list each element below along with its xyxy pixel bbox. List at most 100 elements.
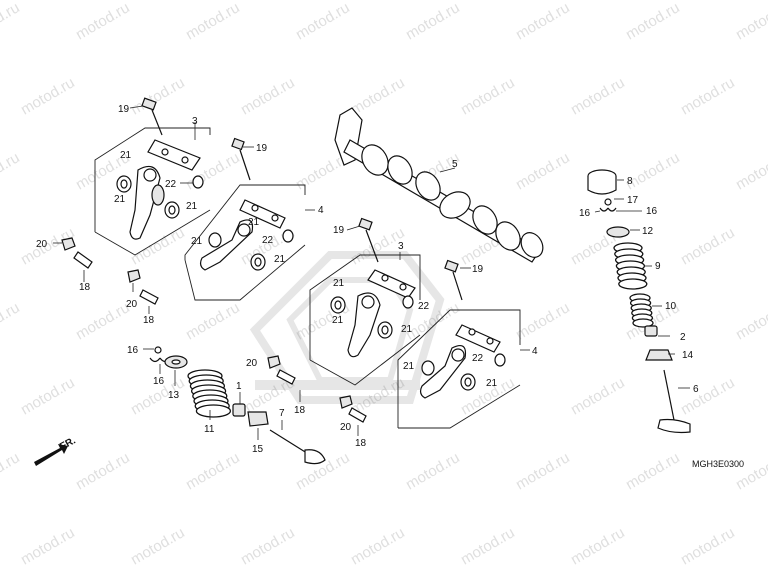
watermark-text: motod.ru xyxy=(678,524,738,568)
rocker-arm-group-right xyxy=(339,259,530,436)
front-direction-label: FR. xyxy=(58,435,78,452)
callout-21: 21 xyxy=(248,217,260,228)
callout-21: 21 xyxy=(114,194,126,205)
watermark-text: motod.ru xyxy=(403,449,463,493)
watermark-text: motod.ru xyxy=(73,299,133,343)
watermark-text: motod.ru xyxy=(0,449,23,493)
callout-4: 4 xyxy=(532,346,538,357)
left-valve-spring xyxy=(187,369,232,418)
watermark-text: motod.ru xyxy=(183,449,243,493)
rocker-arm-group-left xyxy=(53,97,211,282)
watermark-text: motod.ru xyxy=(733,449,768,493)
watermark-text: motod.ru xyxy=(678,374,738,418)
watermark-text: motod.ru xyxy=(458,74,518,118)
callout-13: 13 xyxy=(168,390,180,401)
callout-21: 21 xyxy=(191,236,203,247)
watermark-text: motod.ru xyxy=(73,449,133,493)
watermark-text: motod.ru xyxy=(568,524,628,568)
callout-19: 19 xyxy=(333,225,345,236)
callout-19: 19 xyxy=(118,104,130,115)
valve-stack-right xyxy=(587,169,691,434)
callout-21: 21 xyxy=(120,150,132,161)
callout-16: 16 xyxy=(646,206,658,217)
watermark-text: motod.ru xyxy=(568,374,628,418)
callout-21: 21 xyxy=(403,361,415,372)
watermark-text: motod.ru xyxy=(458,524,518,568)
watermark-text: motod.ru xyxy=(513,149,573,193)
callout-21: 21 xyxy=(186,201,198,212)
watermark-text: motod.ru xyxy=(128,74,188,118)
outer-valve-spring xyxy=(613,242,648,290)
camshaft xyxy=(334,107,544,263)
watermark-text: motod.ru xyxy=(18,374,78,418)
callout-21: 21 xyxy=(333,278,345,289)
callout-16: 16 xyxy=(579,208,591,219)
watermark-text: motod.ru xyxy=(733,149,768,193)
watermark-text: motod.ru xyxy=(678,74,738,118)
callout-21: 21 xyxy=(401,324,413,335)
watermark-text: motod.ru xyxy=(18,74,78,118)
watermark-text: motod.ru xyxy=(513,299,573,343)
callout-18: 18 xyxy=(143,315,155,326)
callout-6: 6 xyxy=(693,384,699,395)
front-direction-arrow xyxy=(34,444,68,466)
callout-20: 20 xyxy=(126,299,138,310)
spring-coil xyxy=(632,318,654,328)
spring-coil xyxy=(618,278,648,290)
callout-9: 9 xyxy=(655,261,661,272)
callout-22: 22 xyxy=(472,353,484,364)
callout-17: 17 xyxy=(627,195,639,206)
callout-18: 18 xyxy=(355,438,367,449)
callout-22: 22 xyxy=(165,179,177,190)
watermark-text: motod.ru xyxy=(678,224,738,268)
watermark-text: motod.ru xyxy=(623,449,683,493)
callout-20: 20 xyxy=(246,358,258,369)
watermark-text: motod.ru xyxy=(733,299,768,343)
spring-coil xyxy=(195,404,232,418)
callout-16: 16 xyxy=(153,376,165,387)
watermark-text: motod.ru xyxy=(73,0,133,43)
watermark-text: motod.ru xyxy=(513,0,573,43)
callout-21: 21 xyxy=(332,315,344,326)
callout-5: 5 xyxy=(452,159,458,170)
watermark-text: motod.ru xyxy=(183,0,243,43)
watermark-text: motod.ru xyxy=(293,0,353,43)
callout-16: 16 xyxy=(127,345,139,356)
watermark-text: motod.ru xyxy=(733,0,768,43)
callout-19: 19 xyxy=(472,264,484,275)
valve-stack-left xyxy=(143,346,326,465)
watermark-text: motod.ru xyxy=(403,0,463,43)
watermark-text: motod.ru xyxy=(18,524,78,568)
callout-2: 2 xyxy=(680,332,686,343)
callout-22: 22 xyxy=(418,301,430,312)
diagram-code: MGH3E0300 xyxy=(692,459,744,469)
callout-18: 18 xyxy=(79,282,91,293)
callout-12: 12 xyxy=(642,226,654,237)
callout-20: 20 xyxy=(340,422,352,433)
callout-4: 4 xyxy=(318,205,324,216)
watermark-text: motod.ru xyxy=(623,0,683,43)
callout-1: 1 xyxy=(236,381,242,392)
callout-3: 3 xyxy=(192,116,198,127)
callout-20: 20 xyxy=(36,239,48,250)
callout-7: 7 xyxy=(279,408,285,419)
watermark-text: motod.ru xyxy=(238,74,298,118)
callout-22: 22 xyxy=(262,235,274,246)
callout-14: 14 xyxy=(682,350,694,361)
watermark-text: motod.ru xyxy=(238,524,298,568)
watermark-text: motod.ru xyxy=(348,74,408,118)
watermark-text: motod.ru xyxy=(0,149,23,193)
rocker-arm-group-center xyxy=(267,217,421,402)
watermark-text: motod.ru xyxy=(0,0,23,43)
watermark-text: motod.ru xyxy=(183,299,243,343)
callout-21: 21 xyxy=(486,378,498,389)
callout-3: 3 xyxy=(398,241,404,252)
watermark-text: motod.ru xyxy=(348,524,408,568)
callout-18: 18 xyxy=(294,405,306,416)
callout-11: 11 xyxy=(204,424,215,435)
rocker-arm-group-left-lower xyxy=(127,137,315,314)
callout-8: 8 xyxy=(627,176,633,187)
inner-valve-spring xyxy=(629,293,654,328)
watermark-text: motod.ru xyxy=(513,449,573,493)
